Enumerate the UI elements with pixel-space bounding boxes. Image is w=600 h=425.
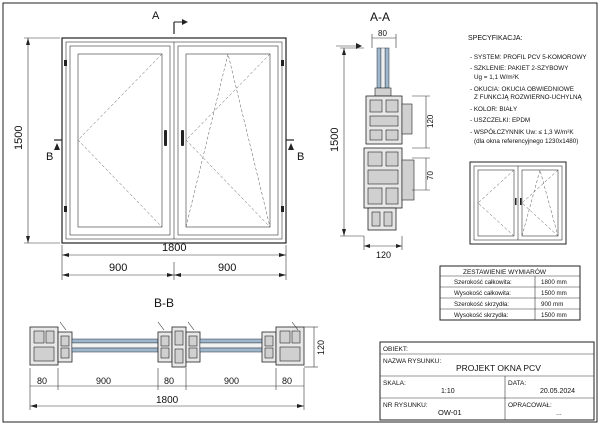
section-aa: A-A 80 120 xyxy=(329,10,435,260)
spec-item: - SYSTEM: PROFIL PCV 5-KOMOROWY xyxy=(470,54,587,61)
table-row-value: 1500 mm xyxy=(541,290,567,297)
section-bb-dim-900-right: 900 xyxy=(224,376,239,386)
title-block: OBIEKT: NAZWA RYSUNKU: PROJEKT OKNA PCV … xyxy=(379,341,595,421)
section-bb: B-B xyxy=(29,296,326,410)
spec-item: Ug = 1,1 W/m²K xyxy=(474,74,520,81)
title-skala-value: 1:10 xyxy=(441,388,455,395)
title-data-label: DATA: xyxy=(508,380,526,387)
section-bb-dim-900-left: 900 xyxy=(96,376,111,386)
section-bb-total-dim: 1800 xyxy=(156,395,179,406)
spec-item: - WSPÓŁCZYNNIK Uw: ≤ 1,3 W/m²K xyxy=(470,127,574,136)
section-bb-dim-80-left: 80 xyxy=(37,376,47,386)
section-aa-top-dim: 80 xyxy=(378,29,387,38)
title-nazwa-value: PROJEKT OKNA PCV xyxy=(456,363,541,373)
dimensions-table-title: ZESTAWIENIE WYMIARÓW xyxy=(463,267,547,276)
spec-item: - SZKLENIE: PAKIET 2-SZYBOWY xyxy=(470,65,569,72)
table-row-value: 900 mm xyxy=(541,301,563,308)
section-aa-bottom-dim: 120 xyxy=(376,250,391,260)
section-aa-title: A-A xyxy=(370,10,390,24)
section-bb-dim-80-mid: 80 xyxy=(164,376,174,386)
section-aa-height-dim: 1500 xyxy=(329,128,341,152)
front-sash-left-dim: 900 xyxy=(109,262,127,274)
spec-item: (dla okna referencyjnego 1230x1480) xyxy=(474,138,578,145)
section-b-marker-right-label: B xyxy=(297,151,304,163)
table-row-label: Wysokość całkowita: xyxy=(454,290,511,297)
table-row-label: Szerokość skrzydła: xyxy=(454,301,509,308)
table-row-value: 1800 mm xyxy=(541,279,567,286)
title-skala-label: SKALA: xyxy=(383,380,406,387)
front-width-dim: 1800 xyxy=(162,242,186,254)
dimensions-table: ZESTAWIENIE WYMIARÓW Szerokość całkowita… xyxy=(439,265,581,321)
title-obiekt-label: OBIEKT: xyxy=(383,346,408,353)
handle-right-icon xyxy=(181,130,184,146)
section-b-marker-left-label: B xyxy=(46,151,53,163)
front-view: A B B 1500 1800 900 900 xyxy=(13,10,304,280)
title-opracowal-label: OPRACOWAŁ: xyxy=(508,402,552,409)
section-bb-height-dim: 120 xyxy=(316,340,326,355)
front-height-dim: 1500 xyxy=(13,126,25,150)
title-nr-value: OW-01 xyxy=(438,408,462,417)
title-nazwa-label: NAZWA RYSUNKU: xyxy=(383,358,441,365)
title-nr-label: NR RYSUNKU: xyxy=(383,402,428,409)
section-aa-dim-70: 70 xyxy=(426,171,435,180)
spec-item: - KOLOR: BIAŁY xyxy=(470,106,518,113)
spec-item: - USZCZELKI: EPDM xyxy=(470,117,530,124)
section-a-marker-label: A xyxy=(152,10,160,22)
table-row-label: Szerokość całkowita: xyxy=(454,279,512,286)
handle-left-icon xyxy=(164,130,167,146)
spec-item: - OKUCIA: OKUCIA OBWIEDNIOWE xyxy=(470,86,574,93)
spec-title: SPECYFIKACJA: xyxy=(468,35,523,42)
specification-block: SPECYFIKACJA: - SYSTEM: PROFIL PCV 5-KOM… xyxy=(468,35,587,145)
spec-item: Z FUNKCJĄ ROZWIERNO-UCHYLNĄ xyxy=(474,94,583,101)
title-data-value: 20.05.2024 xyxy=(540,388,575,395)
section-bb-dim-80-right: 80 xyxy=(282,376,292,386)
section-bb-title: B-B xyxy=(154,296,174,310)
title-opracowal-value: ... xyxy=(556,410,562,417)
section-aa-dim-120: 120 xyxy=(426,114,435,128)
thumbnail-elevation xyxy=(469,161,567,245)
front-sash-right-dim: 900 xyxy=(218,262,236,274)
table-row-value: 1500 mm xyxy=(541,312,567,319)
table-row-label: Wysokość skrzydła: xyxy=(454,312,509,319)
